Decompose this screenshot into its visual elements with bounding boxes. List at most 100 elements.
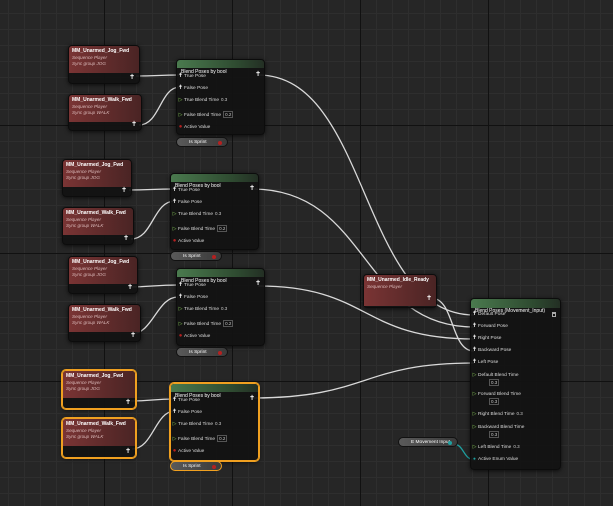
- false-pose-pin[interactable]: ✝False Pose: [171, 199, 202, 206]
- sequence-player-node[interactable]: MM_Unarmed_Walk_Fwd Sequence Player Sync…: [68, 304, 141, 342]
- sequence-node-type: Sequence Player: [72, 55, 107, 60]
- float-pin-icon: ▷: [472, 444, 477, 450]
- pose-output-pin-icon[interactable]: ✝: [131, 121, 137, 128]
- true-pose-pin[interactable]: ✝True Pose: [171, 187, 200, 194]
- blend-poses-movement-input-node[interactable]: Blend Poses (Movement_Input) ✝Default Po…: [470, 298, 561, 470]
- pose-pin-icon: ✝: [171, 187, 178, 193]
- pose-output-pin-icon[interactable]: ✝: [255, 71, 261, 78]
- bool-output-pin-icon[interactable]: [212, 254, 216, 259]
- sequence-player-node[interactable]: MM_Unarmed_Walk_Fwd Sequence Player Sync…: [62, 418, 136, 458]
- sequence-player-node[interactable]: MM_Unarmed_Jog_Fwd Sequence Player Sync …: [62, 159, 132, 197]
- active-value-pin[interactable]: ●Active Value: [177, 333, 211, 340]
- active-value-pin[interactable]: ●Active Value: [171, 448, 205, 455]
- float-pin-icon: ▷: [472, 424, 477, 430]
- sequence-node-type: Sequence Player: [66, 380, 101, 385]
- sequence-node-type: Sequence Player: [72, 104, 107, 109]
- pose-output-pin-icon[interactable]: ✝: [130, 332, 136, 339]
- left-pose-pin[interactable]: ✝Left Pose: [471, 359, 498, 366]
- blend-enum-title: Blend Poses (Movement_Input): [475, 308, 546, 314]
- blend-poses-by-bool-node[interactable]: Blend Poses by bool ✝ ✝True Pose ✝False …: [176, 59, 265, 135]
- bool-output-pin-icon[interactable]: [218, 140, 222, 145]
- false-blend-value[interactable]: 0.2: [223, 320, 234, 327]
- forward-pose-pin[interactable]: ✝Forward Pose: [471, 323, 508, 330]
- sequence-player-node[interactable]: MM_Unarmed_Jog_Fwd Sequence Player Sync …: [68, 256, 138, 294]
- is-sprint-variable[interactable]: Is Sprint: [170, 251, 222, 261]
- pin-label: Active Value: [178, 449, 205, 454]
- pose-output-pin-icon[interactable]: ✝: [125, 399, 131, 406]
- backward-pose-pin[interactable]: ✝Backward Pose: [471, 347, 511, 354]
- pose-output-pin-icon[interactable]: ✝: [127, 284, 133, 291]
- sequence-player-node[interactable]: MM_Unarmed_Jog_Fwd Sequence Player Sync …: [68, 45, 140, 84]
- active-value-pin[interactable]: ●Active Value: [177, 124, 211, 131]
- forward-blend-value[interactable]: 0.3: [489, 398, 500, 405]
- pin-label: False Pose: [184, 86, 208, 91]
- trash-icon[interactable]: [552, 312, 556, 317]
- blend-poses-by-bool-node[interactable]: Blend Poses by bool ✝ ✝True Pose ✝False …: [176, 268, 265, 346]
- true-blend-value[interactable]: 0.3: [215, 211, 222, 216]
- sequence-player-node[interactable]: MM_Unarmed_Walk_Fwd Sequence Player Sync…: [68, 94, 142, 131]
- pose-output-pin-icon[interactable]: ✝: [426, 295, 432, 302]
- wire-walk4-falsepose: [131, 410, 176, 450]
- true-blend-value[interactable]: 0.3: [221, 306, 228, 311]
- false-pose-pin[interactable]: ✝False Pose: [177, 85, 208, 92]
- pose-output-pin-icon[interactable]: ✝: [121, 187, 127, 194]
- active-value-pin[interactable]: ●Active Value: [171, 238, 205, 245]
- true-pose-pin[interactable]: ✝True Pose: [177, 73, 206, 80]
- pose-output-pin-icon[interactable]: ✝: [249, 395, 255, 402]
- pose-output-pin-icon[interactable]: ✝: [249, 185, 255, 192]
- pose-pin-icon: ✝: [171, 409, 178, 415]
- sequence-player-node[interactable]: MM_Unarmed_Walk_Fwd Sequence Player Sync…: [62, 207, 134, 245]
- default-pose-pin[interactable]: ✝Default Pose: [471, 311, 505, 318]
- true-pose-pin[interactable]: ✝True Pose: [171, 397, 200, 404]
- false-pose-pin[interactable]: ✝False Pose: [177, 294, 208, 301]
- active-enum-value-pin[interactable]: ●Active Enum Value: [471, 457, 518, 463]
- backward-blend-value[interactable]: 0.3: [489, 431, 500, 438]
- false-blend-value[interactable]: 0.2: [223, 111, 234, 118]
- left-blend-value[interactable]: 0.3: [513, 444, 520, 449]
- pose-output-pin-icon[interactable]: ✝: [255, 280, 261, 287]
- wire-jog2-truepose: [128, 188, 176, 191]
- true-pose-pin[interactable]: ✝True Pose: [177, 282, 206, 289]
- pin-label: False Blend Time: [184, 113, 222, 118]
- pose-output-pin-icon[interactable]: ✝: [129, 74, 135, 81]
- is-sprint-variable[interactable]: Is Sprint: [170, 461, 222, 471]
- false-pose-pin[interactable]: ✝False Pose: [171, 409, 202, 416]
- false-blend-value[interactable]: 0.2: [217, 435, 228, 442]
- true-blend-value[interactable]: 0.3: [215, 421, 222, 426]
- default-blend-value[interactable]: 0.3: [489, 379, 500, 386]
- enum-output-pin-icon[interactable]: [448, 440, 452, 445]
- bool-output-pin-icon[interactable]: [212, 464, 216, 469]
- is-sprint-variable[interactable]: Is Sprint: [176, 137, 228, 147]
- enum-pin-icon: ●: [473, 457, 476, 462]
- sequence-player-node[interactable]: MM_Unarmed_Jog_Fwd Sequence Player Sync …: [62, 370, 136, 409]
- movement-input-variable[interactable]: E Movement Input: [398, 437, 458, 447]
- right-blend-value[interactable]: 0.3: [516, 411, 523, 416]
- pose-output-pin-icon[interactable]: ✝: [125, 448, 131, 455]
- bool-output-pin-icon[interactable]: [218, 350, 222, 355]
- false-blend-value[interactable]: 0.2: [217, 225, 228, 232]
- float-pin-icon: ▷: [172, 436, 177, 442]
- pose-output-pin-icon[interactable]: ✝: [123, 235, 129, 242]
- blend-poses-by-bool-node[interactable]: Blend Poses by bool ✝ ✝True Pose ✝False …: [170, 383, 259, 461]
- sequence-node-type: Sequence Player: [66, 217, 101, 222]
- blend-poses-by-bool-node[interactable]: Blend Poses by bool ✝ ✝True Pose ✝False …: [170, 173, 259, 250]
- idle-ready-node[interactable]: MM_Unarmed_Idle_Ready Sequence Player ✝: [363, 274, 437, 308]
- is-sprint-variable[interactable]: Is Sprint: [176, 347, 228, 357]
- right-pose-pin[interactable]: ✝Right Pose: [471, 335, 501, 342]
- pose-pin-icon: ✝: [177, 282, 184, 288]
- sequence-node-title: MM_Unarmed_Walk_Fwd: [66, 421, 126, 427]
- true-blend-value[interactable]: 0.3: [221, 97, 228, 102]
